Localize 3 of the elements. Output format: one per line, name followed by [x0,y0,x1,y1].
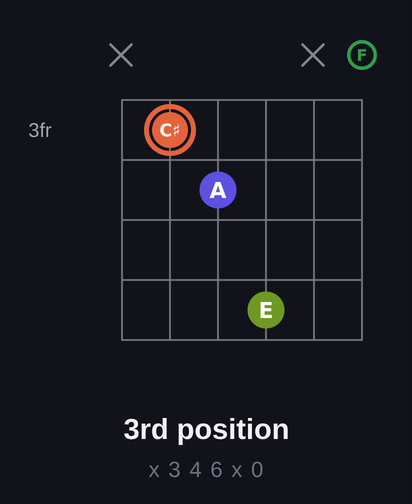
chord-title: 3rd position [124,418,288,446]
fingering-label: x 3 4 6 x 0 [148,462,262,478]
fret-number: 3fr [29,122,52,138]
